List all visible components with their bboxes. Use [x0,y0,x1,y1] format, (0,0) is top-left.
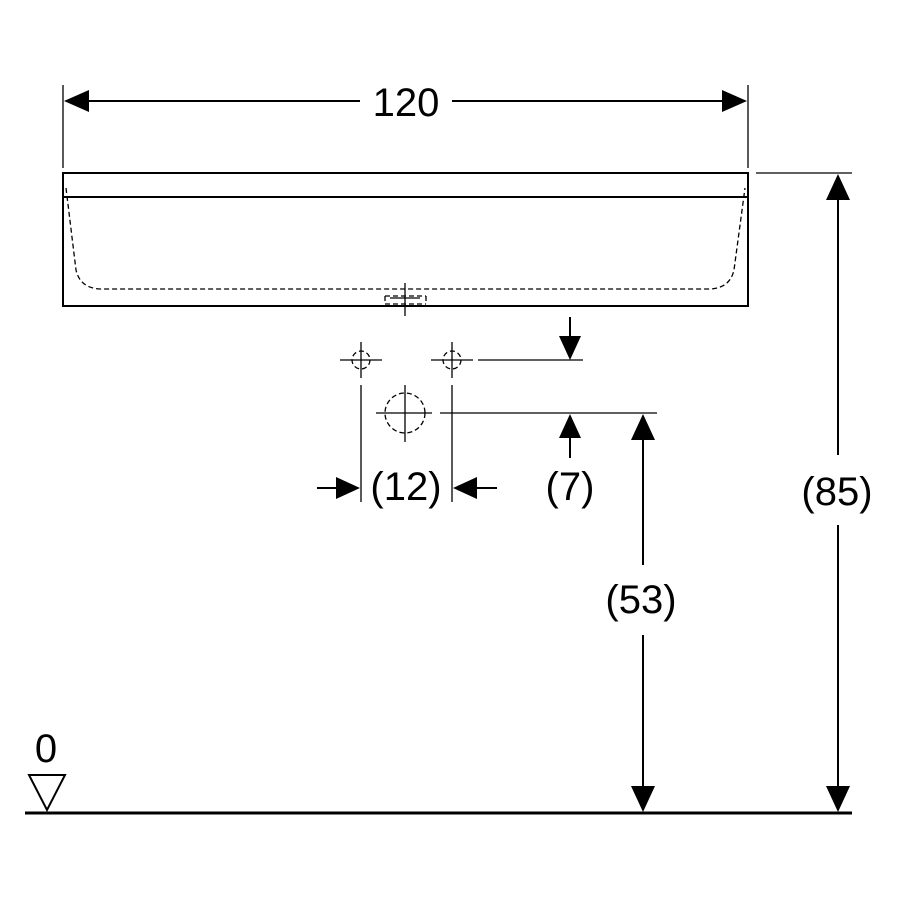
outlet-height-label: (53) [605,578,676,622]
basin-bowl-hidden-line [65,187,746,290]
width-label: 120 [373,81,440,125]
level-marker-icon [27,774,67,813]
tap-offset-label: (7) [546,465,595,509]
overall-height-label: (85) [801,470,872,514]
floor-level-label: 0 [35,727,57,771]
arrow-up-icon [559,414,581,438]
arrow-down-icon [826,786,850,812]
floor-level: 0 [25,727,852,815]
tap-hole-right [431,342,473,378]
width-dimension: 120 [62,81,749,168]
arrow-left-icon [64,90,89,112]
tap-offset-dimension: (7) [440,317,657,509]
hole-spacing-label: (12) [370,465,441,509]
washbasin [62,172,749,316]
arrow-down-icon [559,336,581,360]
drain-detail [384,283,427,316]
overall-height-dimension: (85) [756,172,873,812]
arrow-right-icon [336,477,360,499]
outlet-height-dimension: (53) [605,414,677,812]
arrow-left-icon [453,477,477,499]
arrow-down-icon [631,786,655,812]
waste-outlet [376,385,432,442]
arrow-up-icon [631,414,655,440]
tap-hole-left [340,342,382,378]
hole-spacing-dimension: (12) [317,385,497,509]
arrow-right-icon [722,90,747,112]
arrow-up-icon [826,174,850,200]
